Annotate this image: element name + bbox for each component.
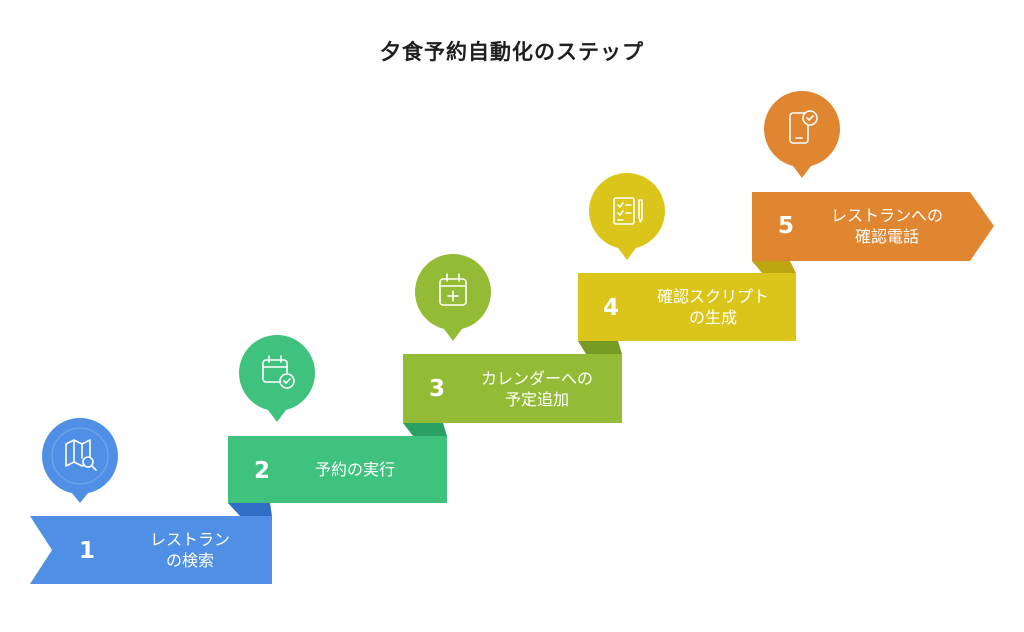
step-2-shape [228,436,447,503]
step-1-shape [30,516,272,584]
step-1-pin [42,418,118,503]
step-5-label: レストランへの 確認電話 [812,205,962,247]
checklist-pen-icon [613,197,643,225]
step-5-label-line1: レストランへの [830,206,943,225]
calendar-add-icon [439,273,467,306]
step-1-label-line2: の検索 [165,551,214,570]
step-4-pin [589,173,665,260]
step-1-ledge [228,503,272,516]
step-5-pin [764,91,840,178]
step-4-label-line2: の生成 [688,308,737,327]
step-2-ledge [403,423,447,436]
diagram-title: 夕食予約自動化のステップ [380,40,644,64]
step-1-number: 1 [78,538,95,564]
step-2-label-line1: 予約の実行 [314,460,395,479]
step-3-label: カレンダーへの 予定追加 [462,368,612,410]
step-3-label-line1: カレンダーへの [480,369,593,388]
step-4-label-line1: 確認スクリプト [656,287,769,306]
step-4-label: 確認スクリプト の生成 [638,286,788,328]
step-5-shape [752,192,994,261]
step-3-shape [403,354,622,423]
step-3-ledge [578,341,622,354]
step-5-number: 5 [777,213,794,239]
step-3-number: 3 [428,376,445,402]
phone-check-icon [789,110,818,144]
step-4-shape [578,273,796,341]
step-1-label-line1: レストラン [149,530,230,549]
step-2-number: 2 [253,458,270,484]
step-2-pin [239,335,315,422]
map-search-icon [65,439,97,471]
step-3-label-line2: 予定追加 [504,390,569,409]
step-4-number: 4 [602,295,619,321]
step-5-label-line2: 確認電話 [854,227,919,246]
calendar-check-icon [262,355,295,389]
step-2-label: 予約の実行 [285,459,425,480]
step-4-ledge [752,261,796,273]
step-1-label: レストラン の検索 [120,529,260,571]
